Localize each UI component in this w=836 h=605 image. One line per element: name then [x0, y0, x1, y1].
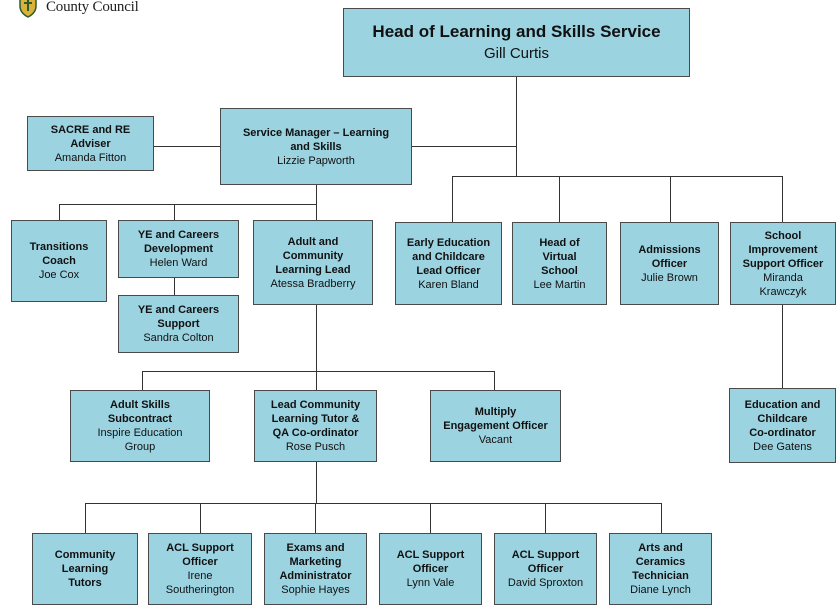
node-title: Head of Virtual School	[539, 236, 580, 277]
multiply-box: Multiply Engagement Officer Vacant	[430, 390, 561, 462]
connector-line	[316, 462, 317, 503]
node-title: Admissions Officer	[638, 243, 701, 270]
connector-line	[200, 503, 201, 533]
node-title: Education and Childcare Co-ordinator	[744, 398, 821, 439]
connector-line	[782, 176, 783, 222]
early-education-box: Early Education and Childcare Lead Offic…	[395, 222, 502, 305]
connector-line	[142, 371, 494, 372]
connector-line	[85, 503, 661, 504]
connector-line	[412, 146, 516, 147]
node-name: Lizzie Papworth	[277, 154, 355, 167]
connector-line	[430, 503, 431, 533]
node-name: Gill Curtis	[483, 44, 549, 62]
node-title: SACRE and RE Adviser	[50, 123, 131, 150]
node-name: Inspire Education Group	[97, 427, 183, 453]
node-title: Arts and Ceramics Technician	[632, 542, 689, 582]
node-title: ACL Support Officer	[166, 542, 234, 568]
node-name: Julie Brown	[641, 271, 698, 284]
council-logo: County Council	[18, 0, 139, 20]
node-title: Exams and Marketing Administrator	[279, 542, 352, 582]
connector-line	[516, 77, 517, 147]
lead-tutor-box: Lead Community Learning Tutor & QA Co-or…	[254, 390, 377, 462]
community-tutors-box: Community Learning Tutors	[32, 533, 138, 605]
node-name: Joe Cox	[38, 269, 80, 281]
node-title: Service Manager – Learning and Skills	[242, 126, 390, 153]
connector-line	[154, 146, 220, 147]
node-name: Dee Gatens	[753, 440, 812, 453]
node-name: Vacant	[478, 434, 513, 446]
connector-line	[452, 176, 453, 222]
connector-line	[59, 204, 60, 220]
adult-skills-box: Adult Skills Subcontract Inspire Educati…	[70, 390, 210, 462]
node-title: Community Learning Tutors	[54, 549, 116, 589]
node-name: Helen Ward	[149, 257, 208, 269]
acl-support-officer-2-box: ACL Support Officer Lynn Vale	[379, 533, 482, 605]
connector-line	[545, 503, 546, 533]
node-name: Atessa Bradberry	[270, 277, 356, 290]
node-name: Lynn Vale	[406, 577, 455, 589]
admissions-box: Admissions Officer Julie Brown	[620, 222, 719, 305]
school-improvement-box: School Improvement Support Officer Miran…	[730, 222, 836, 305]
exams-marketing-box: Exams and Marketing Administrator Sophie…	[264, 533, 367, 605]
node-title: ACL Support Officer	[511, 549, 580, 575]
node-name: Irene Southerington	[165, 570, 235, 596]
transitions-coach-box: Transitions Coach Joe Cox	[11, 220, 107, 302]
ye-careers-support-box: YE and Careers Support Sandra Colton	[118, 295, 239, 353]
acl-support-officer-1-box: ACL Support Officer Irene Southerington	[148, 533, 252, 605]
logo-text: County Council	[46, 0, 139, 15]
connector-line	[316, 185, 317, 220]
node-title: Lead Community Learning Tutor & QA Co-or…	[270, 399, 361, 439]
connector-line	[494, 371, 495, 390]
connector-line	[316, 305, 317, 371]
node-name: Amanda Fitton	[54, 151, 127, 164]
connector-line	[142, 371, 143, 390]
node-title: Multiply Engagement Officer	[443, 406, 548, 432]
node-name: Rose Pusch	[285, 441, 346, 453]
node-name: Sandra Colton	[143, 332, 214, 344]
connector-line	[85, 503, 86, 533]
node-title: ACL Support Officer	[396, 549, 465, 575]
node-title: School Improvement Support Officer	[742, 229, 824, 270]
node-name: David Sproxton	[507, 577, 584, 589]
node-name: Lee Martin	[533, 278, 586, 291]
connector-line	[59, 204, 317, 205]
node-title: Adult and Community Learning Lead	[275, 235, 351, 276]
connector-line	[316, 371, 317, 390]
node-name: Karen Bland	[418, 278, 479, 291]
node-title: YE and Careers Development	[137, 229, 220, 255]
service-manager-box: Service Manager – Learning and Skills Li…	[220, 108, 412, 185]
arts-ceramics-box: Arts and Ceramics Technician Diane Lynch	[609, 533, 712, 605]
connector-line	[661, 503, 662, 533]
node-name: Miranda Krawczyk	[759, 271, 807, 298]
node-title: Adult Skills Subcontract	[107, 399, 173, 425]
node-name: Sophie Hayes	[281, 584, 350, 596]
node-name: Diane Lynch	[630, 584, 691, 596]
connector-line	[174, 278, 175, 295]
node-title: YE and Careers Support	[137, 304, 220, 330]
connector-line	[315, 503, 316, 533]
connector-line	[559, 176, 560, 222]
education-coordinator-box: Education and Childcare Co-ordinator Dee…	[729, 388, 836, 463]
acl-lead-box: Adult and Community Learning Lead Atessa…	[253, 220, 373, 305]
node-title: Early Education and Childcare Lead Offic…	[406, 236, 491, 277]
connector-line	[516, 147, 517, 176]
connector-line	[782, 305, 783, 388]
connector-line	[670, 176, 671, 222]
ye-careers-development-box: YE and Careers Development Helen Ward	[118, 220, 239, 278]
sacre-box: SACRE and RE Adviser Amanda Fitton	[27, 116, 154, 171]
head-of-service-box: Head of Learning and Skills Service Gill…	[343, 8, 690, 77]
node-title: Transitions Coach	[29, 241, 89, 267]
node-title: Head of Learning and Skills Service	[372, 21, 661, 41]
connector-line	[174, 204, 175, 220]
acl-support-officer-3-box: ACL Support Officer David Sproxton	[494, 533, 597, 605]
crest-icon	[19, 0, 37, 18]
virtual-school-box: Head of Virtual School Lee Martin	[512, 222, 607, 305]
connector-line	[452, 176, 782, 177]
